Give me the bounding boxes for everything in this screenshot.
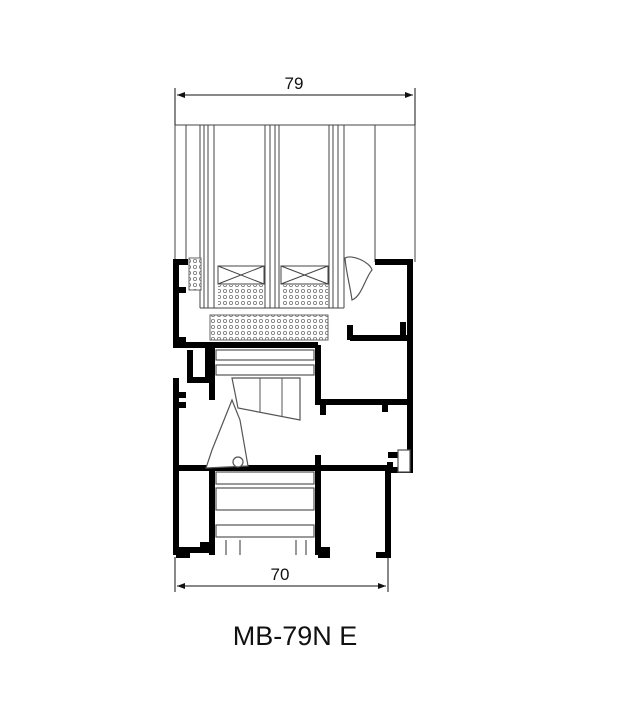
dimension-bottom-label: 70 <box>271 565 290 584</box>
aluminium-profiles <box>173 259 413 558</box>
profile-title: MB-79N E <box>233 621 358 651</box>
sash-gasket <box>344 256 373 301</box>
spacer-right <box>280 265 329 306</box>
thermal-break-upper <box>215 349 315 421</box>
thermal-break-lower <box>215 471 315 555</box>
spacer-left <box>217 265 265 306</box>
dimension-bottom: 70 <box>174 557 389 592</box>
glazing-block <box>209 314 329 341</box>
dimension-top: 79 <box>174 74 416 125</box>
outer-gasket <box>188 257 202 291</box>
center-gasket <box>205 398 249 469</box>
dimension-top-label: 79 <box>285 74 304 93</box>
glazing-unit <box>174 124 416 309</box>
frame-gasket <box>397 449 411 473</box>
